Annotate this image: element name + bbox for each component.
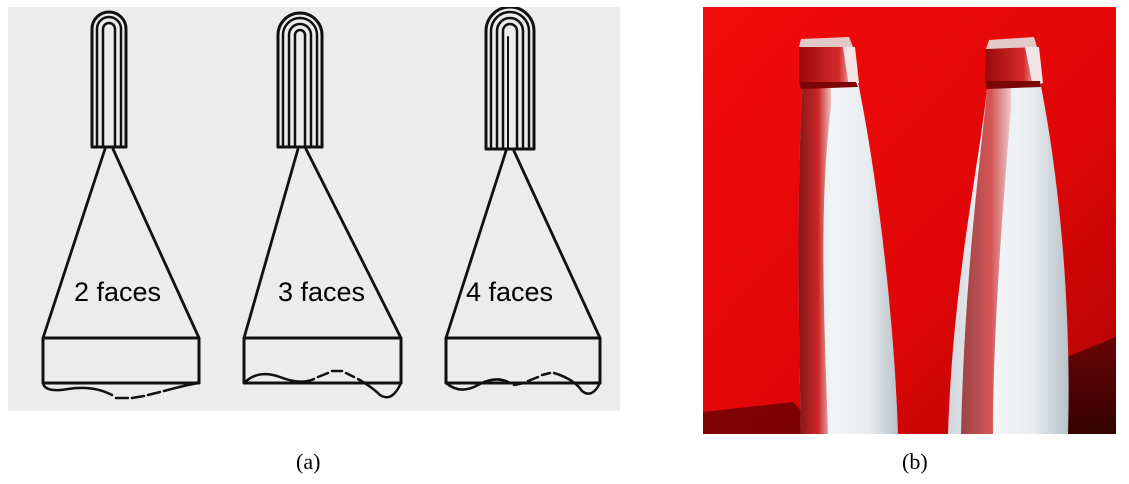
label-2-faces: 2 faces [74, 277, 161, 308]
caption-b: (b) [902, 449, 928, 475]
crimp-diagram [8, 7, 620, 411]
tube-photo [703, 7, 1116, 434]
label-4-faces: 4 faces [466, 277, 553, 308]
seal-shape-2-faces [43, 12, 199, 398]
label-3-faces: 3 faces [278, 277, 365, 308]
caption-a: (a) [296, 449, 320, 475]
seal-shape-3-faces [244, 13, 401, 397]
crimp-diagram-panel: 2 faces 3 faces 4 faces [8, 7, 620, 411]
tube-photo-illustration [703, 7, 1116, 434]
seal-shape-4-faces [446, 7, 600, 394]
